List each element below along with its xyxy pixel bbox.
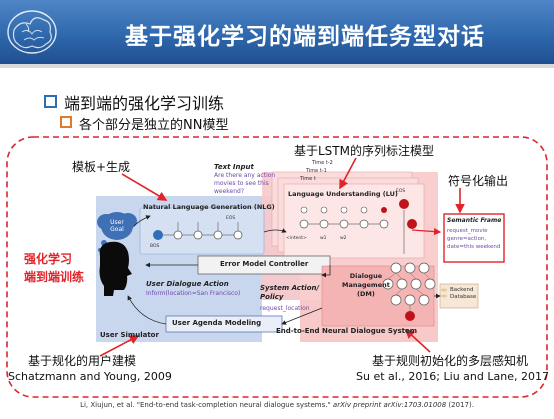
- bullet-level2: 各个部分是独立的NN模型: [60, 114, 228, 133]
- lu-title: Language Understanding (LU): [288, 190, 398, 198]
- rl-line2: 端到端训练: [24, 270, 85, 284]
- annotation-mlp-cite: Su et al., 2016; Liu and Lane, 2017: [356, 370, 549, 383]
- dm-title3: (DM): [357, 290, 375, 298]
- text-input-title: Text Input: [214, 163, 254, 171]
- backend-line1: Backend: [450, 287, 474, 293]
- uda-value: Inform(location=San Francisco): [146, 290, 241, 297]
- annotation-lstm-tagging: 基于LSTM的序列标注模型: [294, 144, 434, 158]
- citation-year: (2017).: [446, 401, 474, 409]
- bullet-level1-text: 端到端的强化学习训练: [64, 94, 225, 113]
- square-bullet-icon: [60, 116, 72, 128]
- nlg-box: [139, 207, 265, 255]
- time-t: Time t: [300, 176, 316, 182]
- semantic-frame-l2: genre=action,: [447, 236, 487, 242]
- semantic-frame-box: [443, 213, 505, 263]
- uda-title: User Dialogue Action: [146, 280, 229, 288]
- rl-line1: 强化学习: [24, 252, 73, 266]
- rl-dashed-frame: [6, 136, 548, 398]
- sap-title1: System Action/: [260, 284, 320, 292]
- time-t1: Time t-1: [306, 168, 327, 174]
- nlg-title: Natural Language Generation (NLG): [143, 203, 275, 211]
- sap-value: request_location: [260, 305, 310, 312]
- lu-box: [283, 183, 425, 259]
- annotation-rule-user-cite: Schatzmann and Young, 2009: [8, 370, 172, 383]
- lu-w1-token: w1: [320, 236, 327, 241]
- annotation-mlp-init: 基于规则初始化的多层感知机: [372, 354, 529, 368]
- dm-title2: Management: [342, 281, 390, 289]
- annotation-symbolic-output: 符号化输出: [448, 174, 509, 188]
- e2e-system-label: End-to-End Neural Dialogue System: [276, 327, 418, 335]
- semantic-frame-title: Semantic Frame: [447, 217, 502, 224]
- error-model-label: Error Model Controller: [220, 260, 309, 268]
- lu-lstm-nodes: [299, 199, 417, 254]
- lu-intent-token: <intent>: [286, 236, 307, 241]
- annotation-rl-training: 强化学习 端到端训练: [24, 250, 84, 286]
- brain-logo-icon: [7, 10, 57, 54]
- dm-label: Dialogue Management (DM): [342, 272, 390, 299]
- dm-title1: Dialogue: [349, 272, 383, 280]
- square-bullet-icon: [44, 95, 57, 108]
- dm-mlp-nodes: [382, 262, 436, 321]
- text-input-question: Are there any action movies to see this …: [214, 172, 275, 196]
- backend-database-icon: [439, 283, 479, 309]
- semantic-frame-values: request_movie genre=action, date=this we…: [447, 227, 500, 251]
- text-input-q3: weekend?: [214, 188, 245, 195]
- citation-italic: arXiv preprint arXiv:1703.01008: [332, 401, 447, 409]
- sap-title2: Policy: [260, 293, 284, 301]
- user-goal-cloud-icon: [97, 212, 137, 252]
- citation-plain: Li, Xiujun, et al. "End-to-end task-comp…: [80, 401, 333, 409]
- citation-footer: Li, Xiujun, et al. "End-to-end task-comp…: [0, 401, 554, 409]
- text-input-q1: Are there any action: [214, 172, 276, 179]
- nlg-bos-token: BOS: [150, 244, 160, 249]
- bullet-level2-text: 各个部分是独立的NN模型: [79, 118, 229, 133]
- header-divider: [0, 64, 554, 68]
- slide-header: 基于强化学习的端到端任务型对话: [0, 0, 554, 64]
- lu-eos: EOS: [396, 189, 406, 194]
- nlg-eos: EOS: [226, 216, 236, 221]
- slide-title: 基于强化学习的端到端任务型对话: [125, 24, 485, 50]
- text-input-q2: movies to see this: [214, 180, 269, 187]
- semantic-frame-l1: request_movie: [447, 228, 488, 234]
- bullet-level1: 端到端的强化学习训练: [44, 90, 224, 114]
- user-simulator-label: User Simulator: [100, 331, 159, 339]
- user-agenda-label: User Agenda Modeling: [172, 319, 262, 327]
- backend-line2: Database: [450, 294, 477, 300]
- time-t2: Time t-2: [312, 160, 333, 166]
- backend-label: Backend Database: [450, 287, 476, 301]
- nlg-lstm-nodes: [153, 222, 243, 240]
- annotation-rule-user-model: 基于规化的用户建模: [28, 354, 137, 368]
- annotation-template-gen: 模板+生成: [72, 160, 131, 174]
- semantic-frame-l3: date=this weekend: [447, 244, 501, 250]
- sap-title: System Action/ Policy: [260, 284, 319, 302]
- user-head-icon: [99, 241, 132, 296]
- user-goal-label: User Goal: [110, 219, 124, 233]
- lu-w2-token: w2: [340, 236, 347, 241]
